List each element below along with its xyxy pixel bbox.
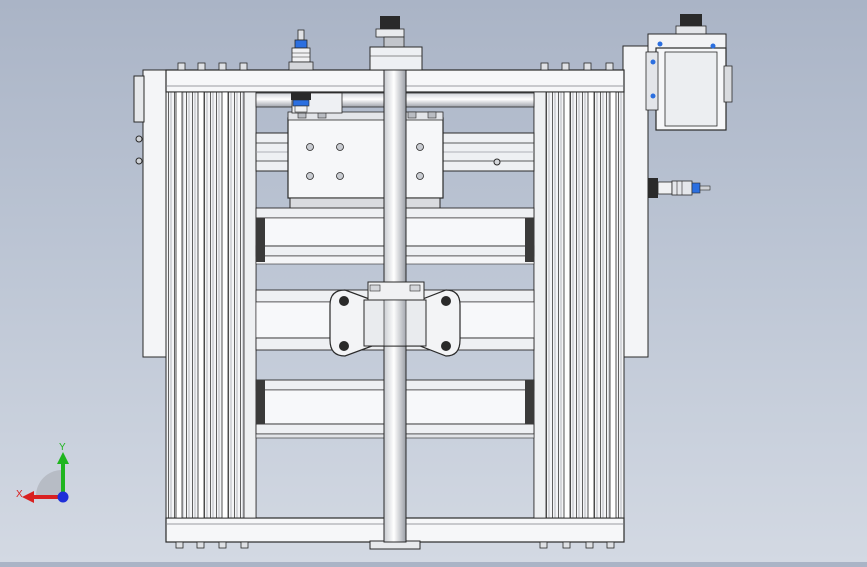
triad-z-axis bbox=[57, 491, 69, 503]
axis-triad[interactable]: X Y bbox=[14, 440, 78, 510]
triad-y-arrow bbox=[57, 452, 69, 464]
triad-x-label: X bbox=[16, 489, 23, 500]
left-plate-bolt bbox=[135, 157, 143, 165]
left-plate-bolt bbox=[135, 135, 143, 143]
left-plate-clamp bbox=[133, 75, 145, 123]
right-extrusion bbox=[533, 91, 625, 519]
left-side-plate bbox=[142, 69, 169, 358]
servo-motor bbox=[645, 14, 733, 131]
triad-xy-plane bbox=[36, 470, 62, 496]
proximity-sensor-right bbox=[648, 178, 711, 198]
proximity-sensor-top bbox=[288, 29, 314, 71]
top-pulley bbox=[369, 16, 423, 71]
right-side-plate bbox=[622, 45, 649, 358]
proximity-sensor-lower bbox=[291, 92, 311, 113]
top-bolts bbox=[177, 62, 614, 71]
carriage-block bbox=[287, 117, 444, 199]
triad-y-label: Y bbox=[59, 442, 66, 453]
bottom-bolts bbox=[175, 541, 615, 549]
end-caps bbox=[256, 218, 534, 424]
triad-x-arrow bbox=[22, 491, 34, 503]
